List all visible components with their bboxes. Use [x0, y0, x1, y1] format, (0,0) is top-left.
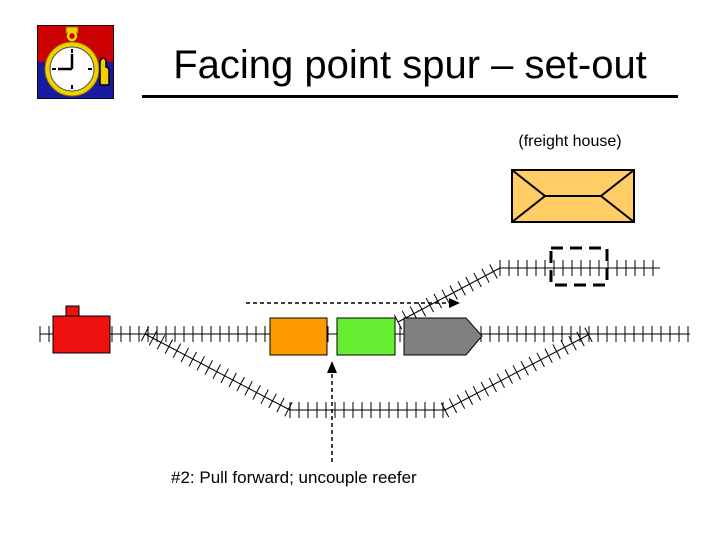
passing-track-left-turnout — [144, 333, 291, 411]
track-tie — [473, 272, 482, 288]
uncouple-pointer-arrow — [327, 361, 337, 462]
thumbs-up-icon — [99, 57, 110, 86]
track-tie — [568, 335, 577, 351]
track-tie — [252, 385, 261, 400]
track-tie — [457, 280, 466, 296]
track-tie — [472, 385, 482, 401]
stopwatch-icon — [44, 26, 100, 97]
step-caption: #2: Pull forward; uncouple reefer — [171, 468, 417, 487]
track-tie — [496, 373, 505, 389]
track-tie — [220, 368, 229, 384]
track-tie — [489, 264, 498, 279]
track-tie — [140, 326, 150, 342]
track-tie — [228, 372, 237, 388]
track-tie — [188, 351, 197, 367]
track-tie — [544, 348, 553, 364]
track-tie — [576, 331, 585, 347]
track-tie — [268, 393, 277, 409]
track-tie — [172, 343, 182, 359]
freight-house-label: (freight house) — [518, 133, 622, 150]
track-tie — [393, 314, 403, 330]
track-tie — [488, 377, 497, 393]
track-tie — [156, 335, 166, 350]
track-tie — [480, 381, 490, 397]
track-tie — [425, 297, 435, 313]
track-tie — [164, 339, 174, 354]
track-tie — [512, 365, 521, 380]
track-tie — [260, 389, 269, 405]
track-tie — [456, 394, 466, 409]
track-tie — [196, 355, 205, 371]
forward-move-arrow — [246, 298, 460, 308]
track-tie — [244, 380, 253, 396]
track-tie — [504, 369, 513, 384]
reefer — [336, 317, 396, 356]
track-tie — [180, 347, 190, 363]
track-tie — [536, 352, 545, 368]
track-tie — [552, 344, 561, 359]
track-tie — [449, 285, 458, 300]
track-tie — [212, 364, 221, 379]
gondola — [403, 317, 483, 356]
track-tie — [148, 330, 158, 346]
track-tie — [520, 360, 529, 376]
track-tie — [465, 276, 474, 292]
track-tie — [204, 360, 213, 375]
track-tie — [284, 401, 293, 417]
track-tie — [433, 293, 442, 309]
track-tie — [560, 339, 569, 355]
track-tie — [584, 327, 593, 343]
setout-spot-marker — [549, 246, 609, 287]
track-tie — [417, 302, 427, 317]
track-tie — [448, 398, 458, 414]
stopwatch-logo — [37, 25, 114, 99]
title-underline — [142, 95, 678, 98]
track-tie — [528, 356, 537, 372]
freight-house — [511, 169, 635, 223]
track-tie — [481, 268, 490, 283]
track-tie — [276, 397, 285, 413]
track-tie — [236, 376, 245, 392]
locomotive — [52, 305, 111, 354]
track-tie — [441, 289, 450, 305]
page-title: Facing point spur – set-out — [173, 43, 647, 87]
boxcar — [269, 317, 328, 356]
spur-track — [397, 267, 501, 323]
track-tie — [464, 390, 474, 405]
track-tie — [440, 402, 450, 418]
